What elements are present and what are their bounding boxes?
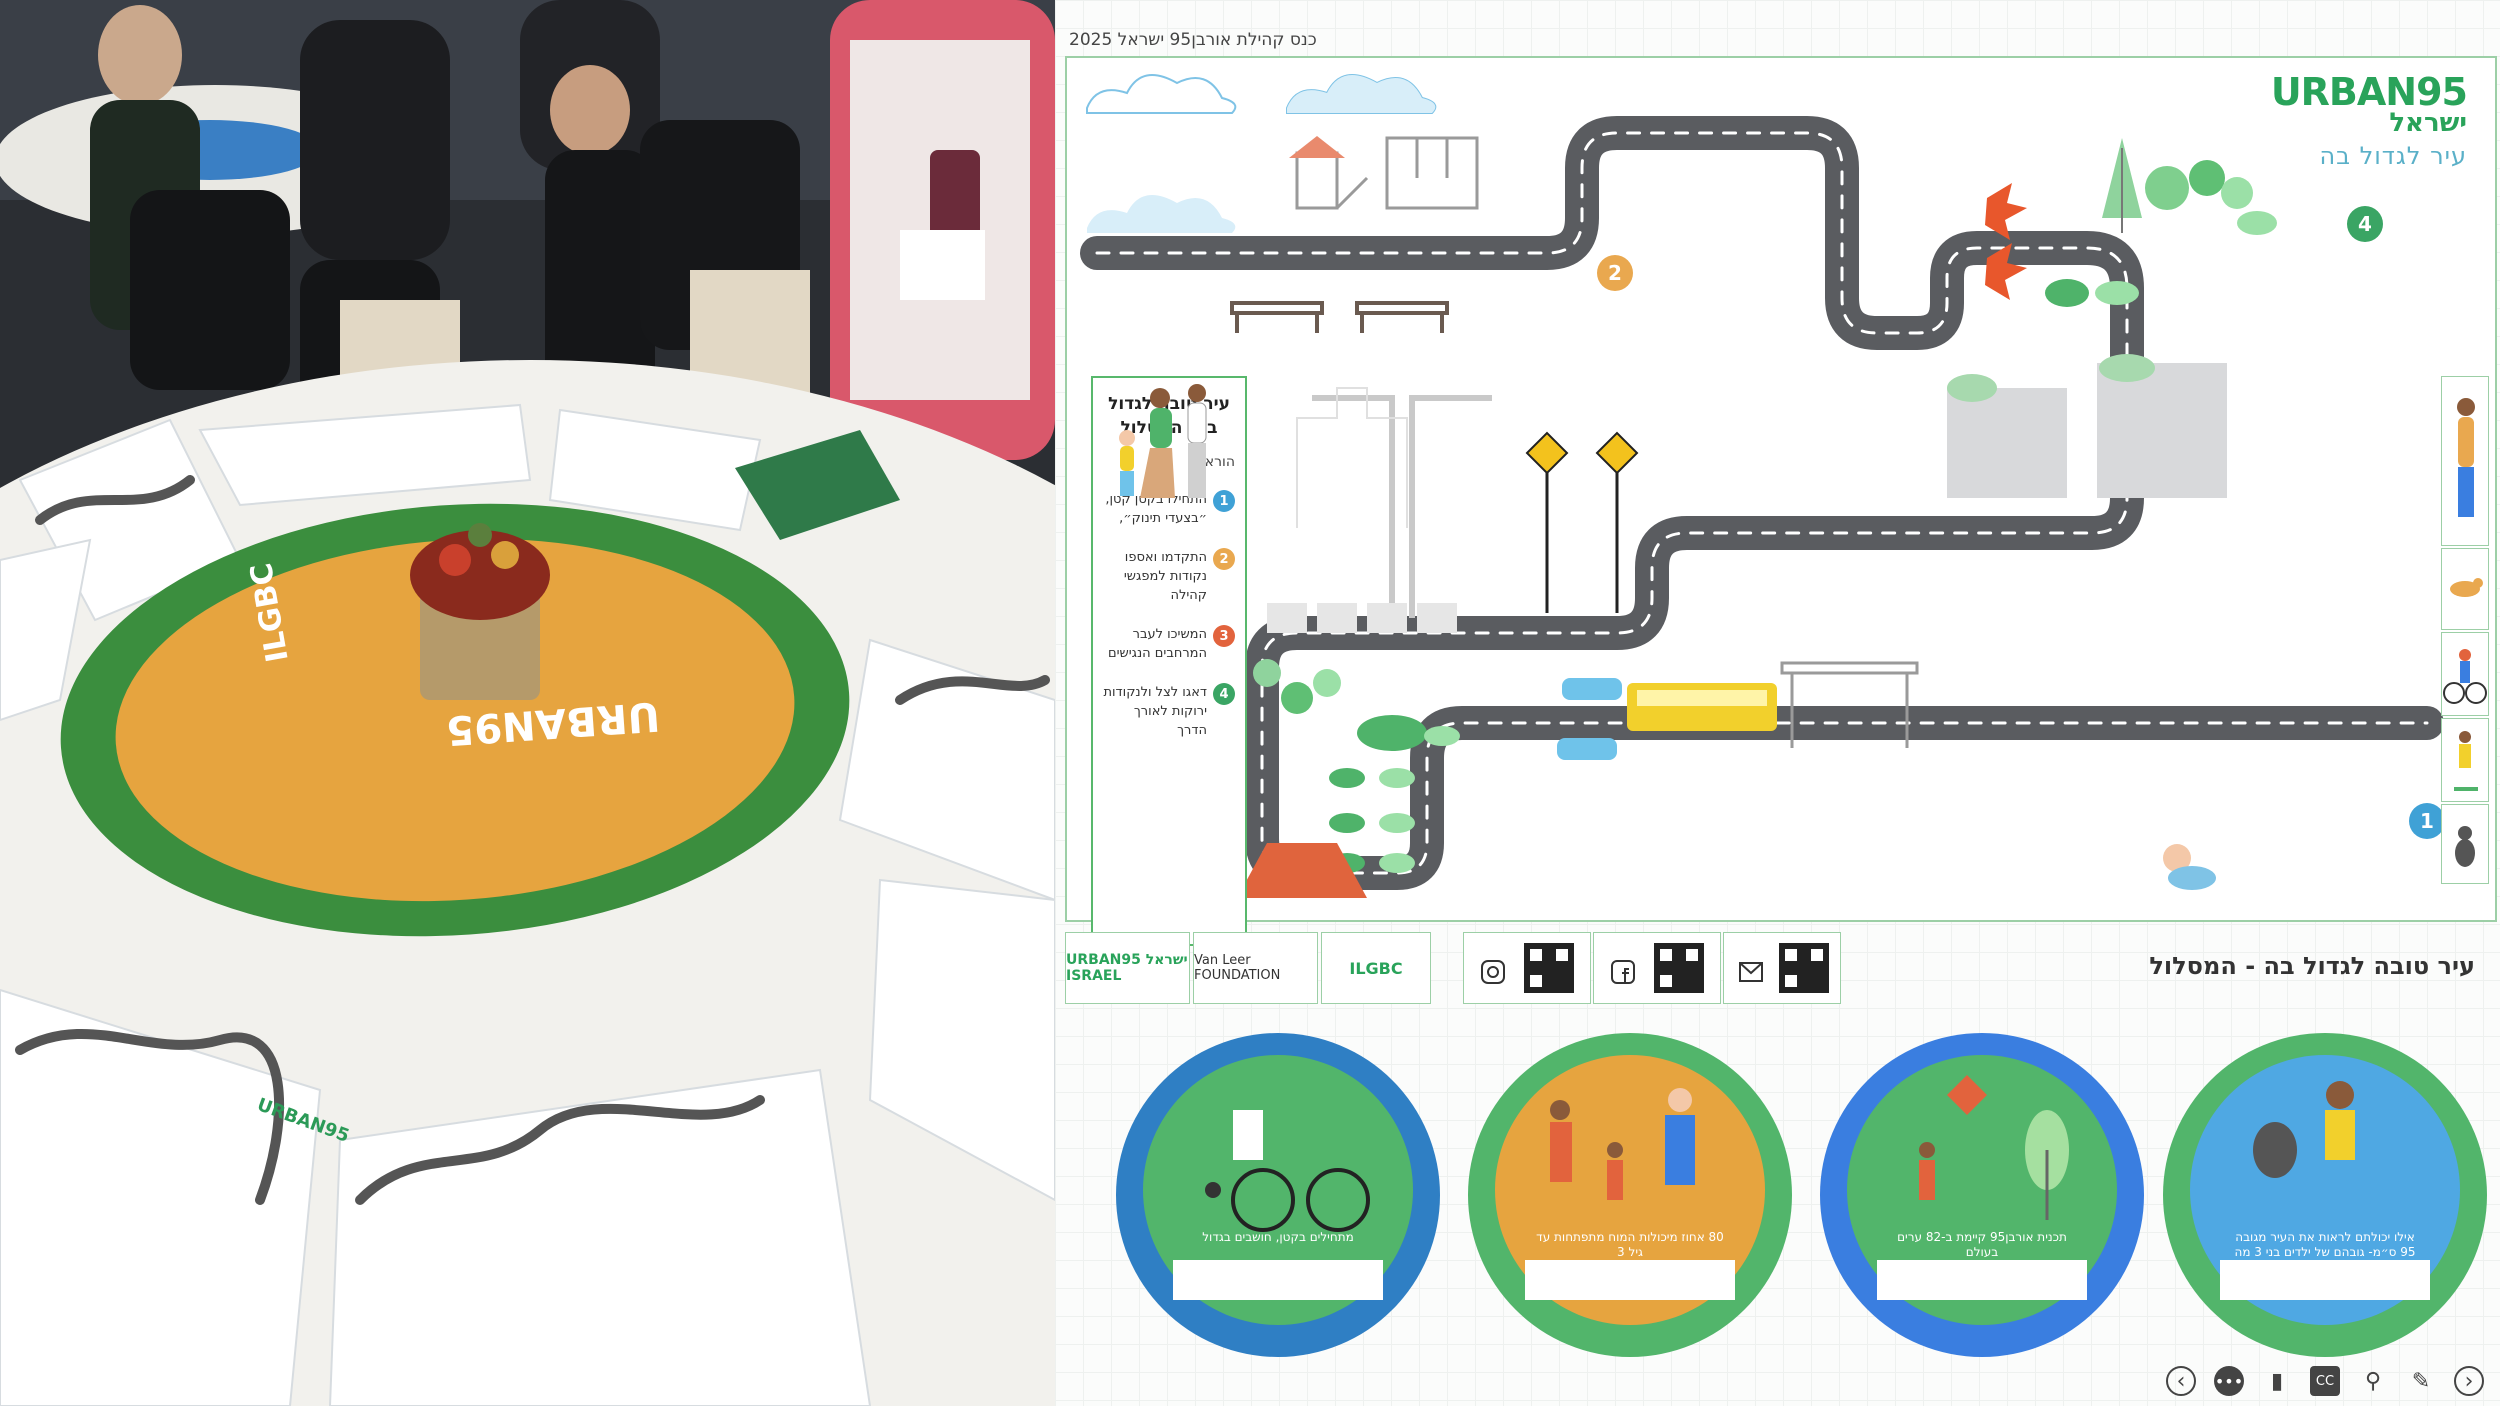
cat-icon — [2441, 804, 2489, 884]
instagram-qr[interactable] — [1463, 932, 1591, 1004]
circle-caption: תכנית אורבן95 קיימת ב-82 ערים בעולם — [1897, 1230, 2067, 1259]
circle-caption: 80 אחוז מיכולות המוח מתפתחות עד גיל 3 — [1536, 1230, 1724, 1259]
camera-icon[interactable]: ▮ — [2270, 1368, 2284, 1394]
step-number: 1 — [1213, 490, 1235, 512]
walking-parent-icon — [2441, 376, 2489, 546]
urban95-footer-logo: URBAN95 ישראל ISRAEL — [1065, 932, 1190, 1004]
step-text: דאגו לצל ולנקודות ירוקות לאורך הדרך — [1103, 685, 1207, 738]
ilgbc-logo: ILGBC — [1321, 932, 1431, 1004]
info-circle-4: אילו יכולתם לראות את העיר מגובה 95 ס״מ- … — [2160, 1030, 2490, 1360]
step-text: המשיכו לעבר המרחבים הנגישים — [1107, 627, 1207, 661]
search-icon[interactable]: ⚲ — [2364, 1368, 2382, 1394]
step-number: 2 — [1213, 548, 1235, 570]
event-title: כנס קהילת אורבן95 ישראל 2025 — [1069, 30, 1317, 50]
edit-icon[interactable]: ✎ — [2411, 1368, 2431, 1394]
brand-tagline: עיר לגדול בה — [2319, 142, 2467, 170]
info-circle-3: תכנית אורבן95 קיימת ב-82 ערים בעולם — [1817, 1030, 2147, 1360]
van-leer-text: Van Leer FOUNDATION — [1194, 953, 1281, 983]
cyclist-icon — [2441, 632, 2489, 716]
route-marker-2: 2 — [1597, 255, 1633, 291]
info-circle-2: 80 אחוז מיכולות המוח מתפתחות עד גיל 3 — [1465, 1030, 1795, 1360]
step-number: 3 — [1213, 625, 1235, 647]
cc-icon[interactable]: CC — [2310, 1366, 2340, 1396]
instagram-icon — [1481, 960, 1505, 984]
circle-caption: מתחילים בקטן, חושבים בגדול — [1202, 1230, 1354, 1244]
instruction-step: 2 התקדמו ואספו נקודות למפגשי קהילה — [1103, 548, 1235, 605]
route-marker-4: 4 — [2347, 206, 2383, 242]
instruction-step: 4 דאגו לצל ולנקודות ירוקות לאורך הדרך — [1103, 683, 1235, 740]
step-number: 4 — [1213, 683, 1235, 705]
footer-strip: URBAN95 ישראל ISRAEL Van Leer FOUNDATION… — [1065, 932, 2497, 1012]
info-circle-1: מתחילים בקטן, חושבים בגדול — [1113, 1030, 1443, 1360]
brand-country: ישראל — [2389, 108, 2467, 138]
slide-panel: כנס קהילת אורבן95 ישראל 2025 — [1055, 0, 2500, 1406]
more-icon[interactable]: ••• — [2214, 1366, 2244, 1396]
event-photo: URBAN95 ILGBC URBAN95 — [0, 0, 1055, 1406]
character-column — [2441, 376, 2489, 946]
viewer-toolbar: ‹ ••• ▮ CC ⚲ ✎ › — [2166, 1366, 2484, 1396]
brand-logo: URBAN95 — [2270, 70, 2468, 114]
back-icon[interactable]: ‹ — [2166, 1366, 2196, 1396]
urban95-footer-text: URBAN95 ישראל ISRAEL — [1066, 952, 1188, 984]
dog-icon — [2441, 548, 2489, 630]
route-marker-1: 1 — [2409, 803, 2445, 839]
brand-block: URBAN95 ישראל עיר לגדול בה — [2270, 70, 2468, 170]
email-qr[interactable] — [1723, 932, 1841, 1004]
family-illustration — [1119, 384, 1207, 498]
van-leer-logo: Van Leer FOUNDATION — [1193, 932, 1318, 1004]
scooter-kid-icon — [2441, 718, 2489, 802]
instruction-step: 3 המשיכו לעבר המרחבים הנגישים — [1103, 625, 1235, 663]
email-icon — [1739, 962, 1763, 982]
facebook-icon — [1611, 960, 1635, 984]
instruction-step: 1 התחילו בקטן קטן, ״בצעדי תינוק״, — [1103, 490, 1235, 528]
route-illustration — [1080, 74, 2444, 898]
footer-title: עיר טובה לגדול בה - המסלול — [2149, 952, 2475, 980]
step-text: התקדמו ואספו נקודות למפגשי קהילה — [1123, 550, 1207, 603]
route-map: URBAN95 ישראל עיר לגדול בה 1 2 3 4 עיר ט… — [1065, 56, 2497, 946]
instructions-panel: עיר טובה לגדול בה- המסלול הוראות: 1 התחי… — [1091, 376, 1247, 946]
facebook-qr[interactable] — [1593, 932, 1721, 1004]
forward-icon[interactable]: › — [2454, 1366, 2484, 1396]
circle-caption: אילו יכולתם לראות את העיר מגובה 95 ס״מ- … — [2234, 1230, 2416, 1274]
ilgbc-text: ILGBC — [1349, 958, 1403, 978]
